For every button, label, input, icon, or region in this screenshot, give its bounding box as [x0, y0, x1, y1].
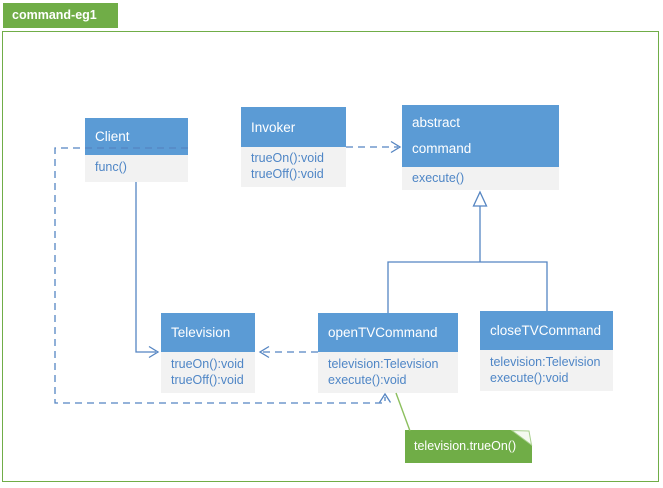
class-invoker-members: trueOn():void trueOff():void: [241, 147, 346, 187]
class-invoker-title: Invoker: [241, 107, 346, 147]
diagram-title-tab[interactable]: command-eg1: [3, 3, 118, 28]
member-line: execute():void: [328, 373, 407, 387]
class-television-title: Television: [161, 313, 255, 352]
member-line: trueOff():void: [251, 167, 324, 181]
class-television-members: trueOn():void trueOff():void: [161, 352, 255, 393]
class-opentvcommand-members: television:Television execute():void: [318, 352, 458, 393]
class-closetvcommand-title: closeTVCommand: [480, 311, 613, 350]
class-abstract-command-title: abstract command: [402, 105, 559, 167]
class-opentvcommand-title: openTVCommand: [318, 313, 458, 352]
member-line: execute(): [412, 171, 465, 185]
member-line: trueOn():void: [171, 357, 244, 371]
member-line: trueOn():void: [251, 151, 324, 165]
member-line: television:Television: [490, 355, 601, 369]
member-line: func(): [95, 160, 127, 174]
class-television[interactable]: Television trueOn():void trueOff():void: [161, 313, 255, 393]
class-closetvcommand-members: television:Television execute():void: [480, 350, 613, 391]
page-border: [2, 31, 659, 482]
class-abstract-command[interactable]: abstract command execute(): [402, 105, 559, 190]
class-abstract-command-members: execute(): [402, 167, 559, 190]
note-television-trueon[interactable]: television.trueOn(): [405, 430, 532, 463]
member-line: television:Television: [328, 357, 439, 371]
class-client-members: func(): [85, 155, 188, 182]
class-closetvcommand[interactable]: closeTVCommand television:Television exe…: [480, 311, 613, 391]
class-client-title: Client: [85, 118, 188, 155]
class-client[interactable]: Client func(): [85, 118, 188, 182]
class-opentvcommand[interactable]: openTVCommand television:Television exec…: [318, 313, 458, 393]
class-invoker[interactable]: Invoker trueOn():void trueOff():void: [241, 107, 346, 187]
member-line: execute():void: [490, 371, 569, 385]
member-line: trueOff():void: [171, 373, 244, 387]
